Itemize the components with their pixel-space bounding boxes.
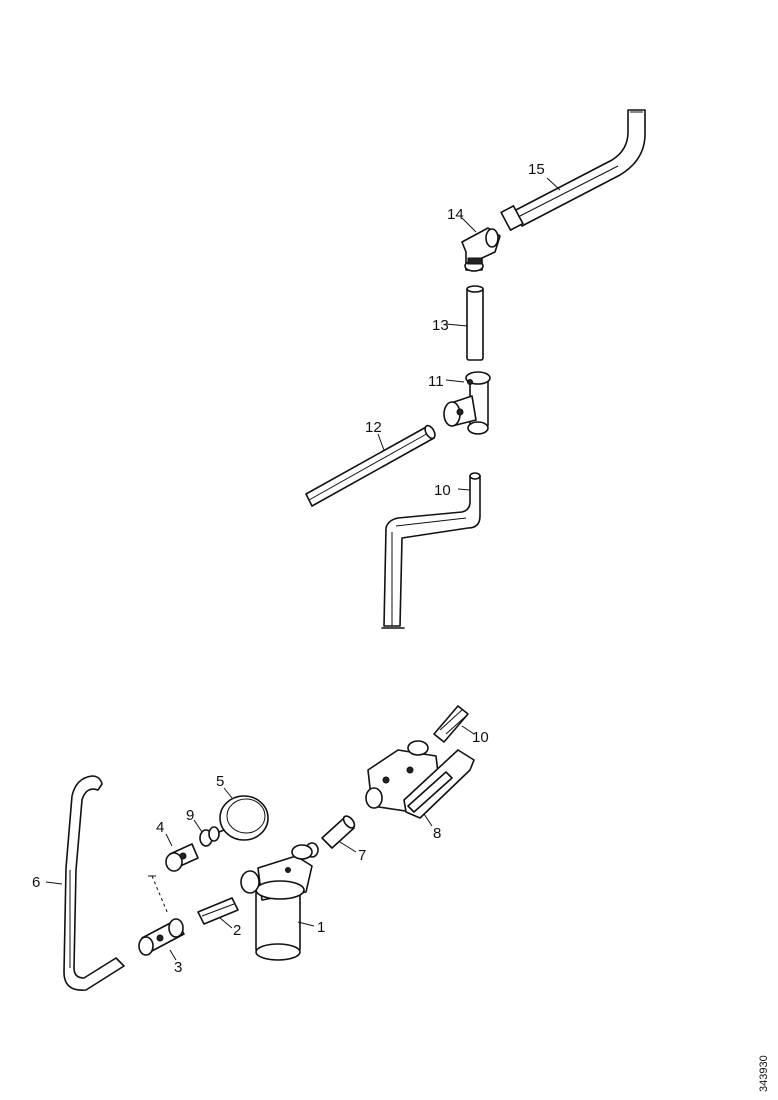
- leader-lines: [45, 177, 561, 961]
- part-1-filter: [240, 844, 313, 961]
- callout-14: 14: [447, 206, 464, 223]
- part-6-hose: [63, 775, 125, 991]
- part-10-hose: [433, 705, 469, 743]
- part-11-tee-fitting: [443, 371, 491, 435]
- callout-1: 1: [317, 919, 325, 936]
- callout-6: 6: [32, 874, 40, 891]
- callout-11: 11: [428, 373, 444, 390]
- part-15-hose: [500, 109, 646, 231]
- part-14-elbow-fitting: [461, 227, 501, 272]
- callout-10-lower: 10: [472, 729, 489, 746]
- callout-2: 2: [233, 922, 241, 939]
- part-4-fitting: [165, 843, 199, 872]
- part-7-connector: [305, 815, 356, 858]
- callout-3: 3: [174, 959, 182, 976]
- part-2-tube: [197, 897, 239, 925]
- part-3-union: [138, 918, 185, 956]
- part-10-bent-pipe: [381, 472, 481, 629]
- drawing-code: 343930: [758, 1055, 770, 1092]
- callout-5: 5: [216, 773, 224, 790]
- callout-7: 7: [358, 847, 366, 864]
- callout-9: 9: [186, 807, 194, 824]
- part-8-valve: [365, 740, 475, 819]
- callout-8: 8: [433, 825, 441, 842]
- callout-10-upper: 10: [434, 482, 451, 499]
- callout-12: 12: [365, 419, 382, 436]
- callout-13: 13: [432, 317, 449, 334]
- callout-4: 4: [156, 819, 164, 836]
- part-13-tube: [466, 285, 484, 361]
- part-5-gauge: [219, 795, 269, 841]
- part-9-nipple: [199, 826, 225, 847]
- part-12-tube: [305, 424, 436, 507]
- callout-15: 15: [528, 161, 545, 178]
- assembly-line: [151, 875, 169, 915]
